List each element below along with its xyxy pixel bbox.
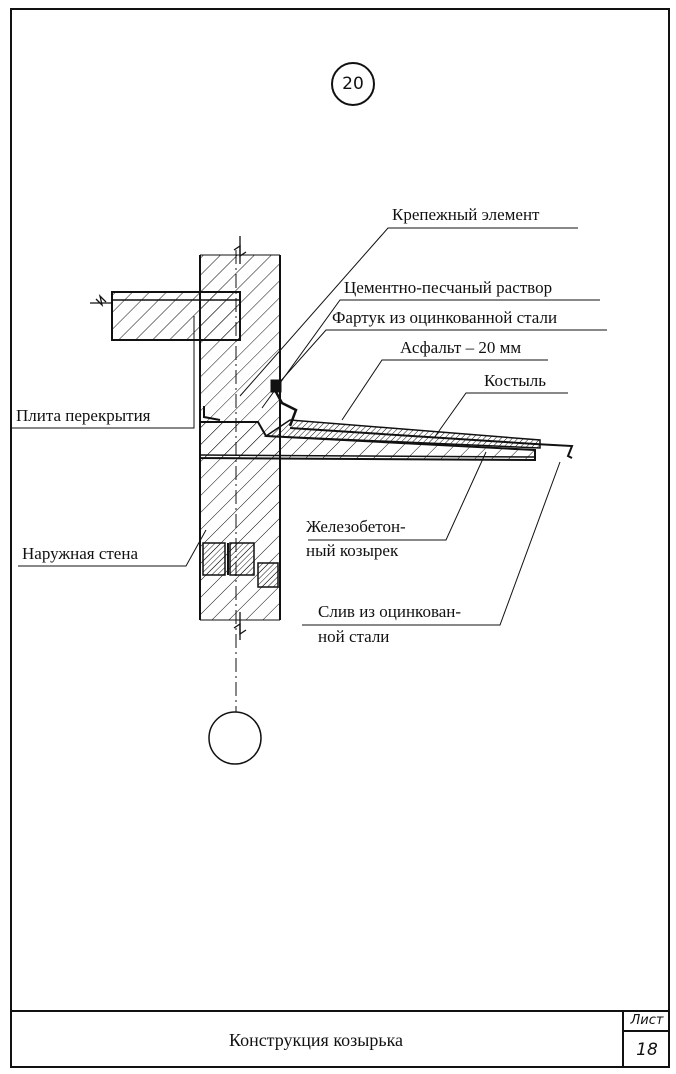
drawing-frame (10, 8, 670, 1068)
asphalt-layer (263, 419, 541, 449)
canopy-slab (199, 421, 536, 462)
label-mortar: Цементно-песчаный раствор (344, 278, 553, 297)
detail-number-marker: 20 (331, 62, 375, 106)
sheet-number: 18 (636, 1040, 658, 1060)
label-drip-line1: Слив из оцинкован- (318, 602, 462, 621)
label-canopy-line2: ный козырек (306, 541, 399, 560)
label-outer-wall: Наружная стена (22, 544, 138, 563)
label-floor-slab: Плита перекрытия (16, 406, 151, 425)
label-crutch: Костыль (484, 371, 547, 390)
leader-lines (10, 227, 607, 626)
label-apron: Фартук из оцинкованной стали (332, 308, 558, 327)
drawing-title: Конструкция козырька (228, 1029, 404, 1050)
sheet-number-box: Лист 18 (622, 1010, 670, 1068)
axis-line (208, 250, 262, 765)
break-marks (90, 236, 247, 640)
title-block: Конструкция козырька (10, 1010, 622, 1068)
floor-slab (111, 291, 241, 341)
label-fastener: Крепежный элемент (392, 205, 540, 224)
apron-flashing (203, 379, 298, 427)
sheet-label: Лист (624, 1012, 670, 1032)
label-drip-line2: ной стали (318, 627, 390, 646)
label-asphalt: Асфальт – 20 мм (400, 338, 522, 357)
drip-sheet (289, 427, 574, 459)
lintel-blocks (202, 542, 279, 588)
label-canopy-line1: Железобетон- (306, 517, 406, 536)
